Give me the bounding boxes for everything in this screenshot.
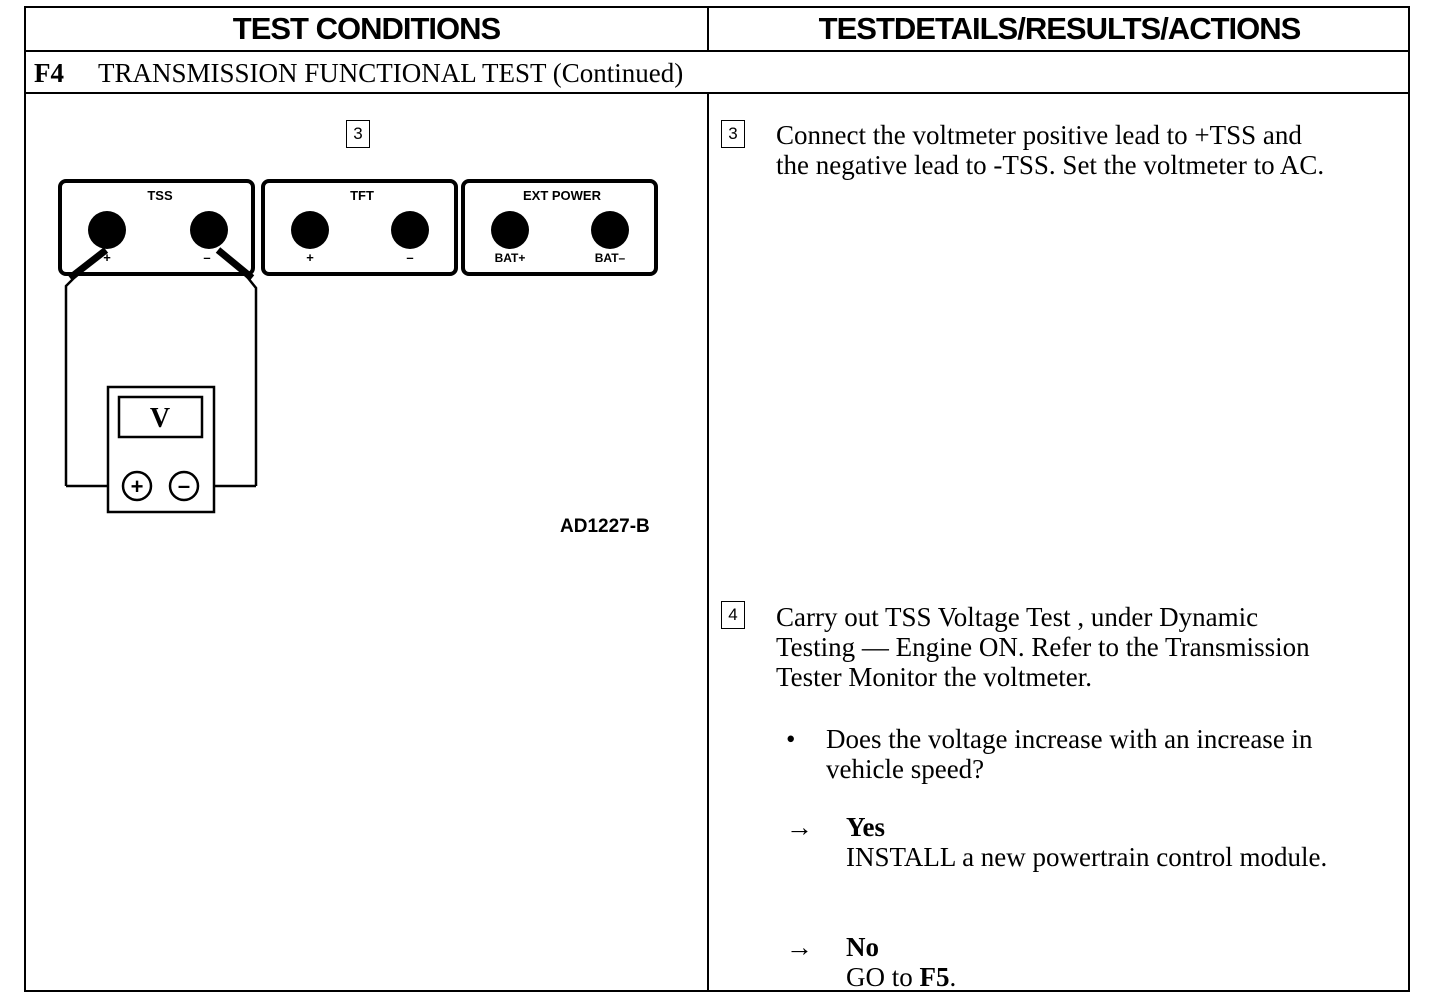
- step-3-line-2: the negative lead to -TSS. Set the voltm…: [776, 150, 1325, 180]
- bullet-dot: •: [786, 724, 796, 754]
- section-title: TRANSMISSION FUNCTIONAL TEST (Continued): [98, 57, 684, 88]
- tss-plus-terminal: [88, 211, 126, 249]
- tss-minus-terminal: [190, 211, 228, 249]
- step-4-box: 4: [721, 601, 745, 629]
- section-id: F4: [34, 57, 64, 88]
- meter-minus-jack: [168, 470, 200, 502]
- yes-branch: Yes INSTALL a new powertrain control mod…: [846, 812, 1327, 872]
- tft-minus-label: –: [406, 250, 413, 265]
- positive-probe-tip: [67, 247, 109, 281]
- no-branch: No GO to F5.: [846, 932, 956, 992]
- voltmeter-symbol: V: [150, 403, 170, 434]
- tft-label: TFT: [350, 188, 374, 203]
- question-line-2: vehicle speed?: [826, 754, 985, 784]
- meter-plus-sign: +: [131, 474, 144, 499]
- bat-minus-terminal: [591, 211, 629, 249]
- negative-lead: [225, 255, 258, 486]
- tft-panel: [261, 179, 458, 276]
- tft-minus-terminal: [391, 211, 429, 249]
- diagram-step-box: 3: [346, 120, 370, 148]
- meter-plus-jack: [121, 470, 153, 502]
- no-arrow-icon: →: [786, 932, 813, 962]
- tss-label: TSS: [147, 188, 173, 203]
- tss-panel: [58, 179, 255, 276]
- ext-power-panel: [461, 179, 658, 276]
- bat-minus-label: BAT–: [595, 251, 626, 265]
- voltmeter-display: [117, 395, 204, 439]
- bat-plus-terminal: [491, 211, 529, 249]
- no-action-target: F5: [919, 962, 950, 992]
- section-title-row: F4 TRANSMISSION FUNCTIONAL TEST (Continu…: [34, 54, 683, 92]
- tft-plus-terminal: [291, 211, 329, 249]
- section-rule: [26, 92, 1408, 94]
- bat-plus-label: BAT+: [495, 251, 526, 265]
- test-table: TEST CONDITIONS TESTDETAILS/RESULTS/ACTI…: [24, 6, 1410, 992]
- step-3-box: 3: [721, 120, 745, 148]
- no-label: No: [846, 932, 879, 962]
- step-4-line-2: Testing — Engine ON. Refer to the Transm…: [776, 632, 1310, 662]
- yes-arrow-icon: →: [786, 812, 813, 842]
- step-4-line-3: Tester Monitor the voltmeter.: [776, 662, 1093, 692]
- header-test-conditions: TEST CONDITIONS: [232, 11, 501, 46]
- step-4-question: Does the voltage increase with an increa…: [826, 724, 1313, 784]
- tss-minus-label: –: [203, 250, 210, 265]
- no-action-suffix: .: [949, 962, 957, 992]
- no-action: GO to F5.: [846, 962, 956, 992]
- positive-lead: [64, 255, 101, 486]
- meter-minus-sign: –: [178, 473, 190, 498]
- header-rule: [26, 50, 1408, 52]
- yes-action: INSTALL a new powertrain control module.: [846, 842, 1328, 872]
- negative-probe-tip: [215, 247, 255, 281]
- step-4-text: Carry out TSS Voltage Test , under Dynam…: [776, 602, 1310, 692]
- figure-id: AD1227-B: [560, 516, 650, 537]
- header-test-details: TESTDETAILS/RESULTS/ACTIONS: [818, 11, 1302, 46]
- step-3-text: Connect the voltmeter positive lead to +…: [776, 120, 1324, 180]
- no-action-prefix: GO to: [846, 962, 920, 992]
- tss-plus-label: +: [103, 250, 111, 265]
- yes-label: Yes: [846, 812, 885, 842]
- ext-power-label: EXT POWER: [523, 188, 602, 203]
- step-3-line-1: Connect the voltmeter positive lead to +…: [776, 120, 1302, 150]
- column-divider: [707, 94, 709, 992]
- step-4-line-1: Carry out TSS Voltage Test , under Dynam…: [776, 602, 1259, 632]
- tft-plus-label: +: [306, 250, 314, 265]
- header-divider: [707, 8, 709, 50]
- voltmeter-connection-diagram: TSS + – TFT + – EXT POWER BAT+ BAT– V + …: [58, 179, 658, 537]
- question-line-1: Does the voltage increase with an increa…: [826, 724, 1313, 754]
